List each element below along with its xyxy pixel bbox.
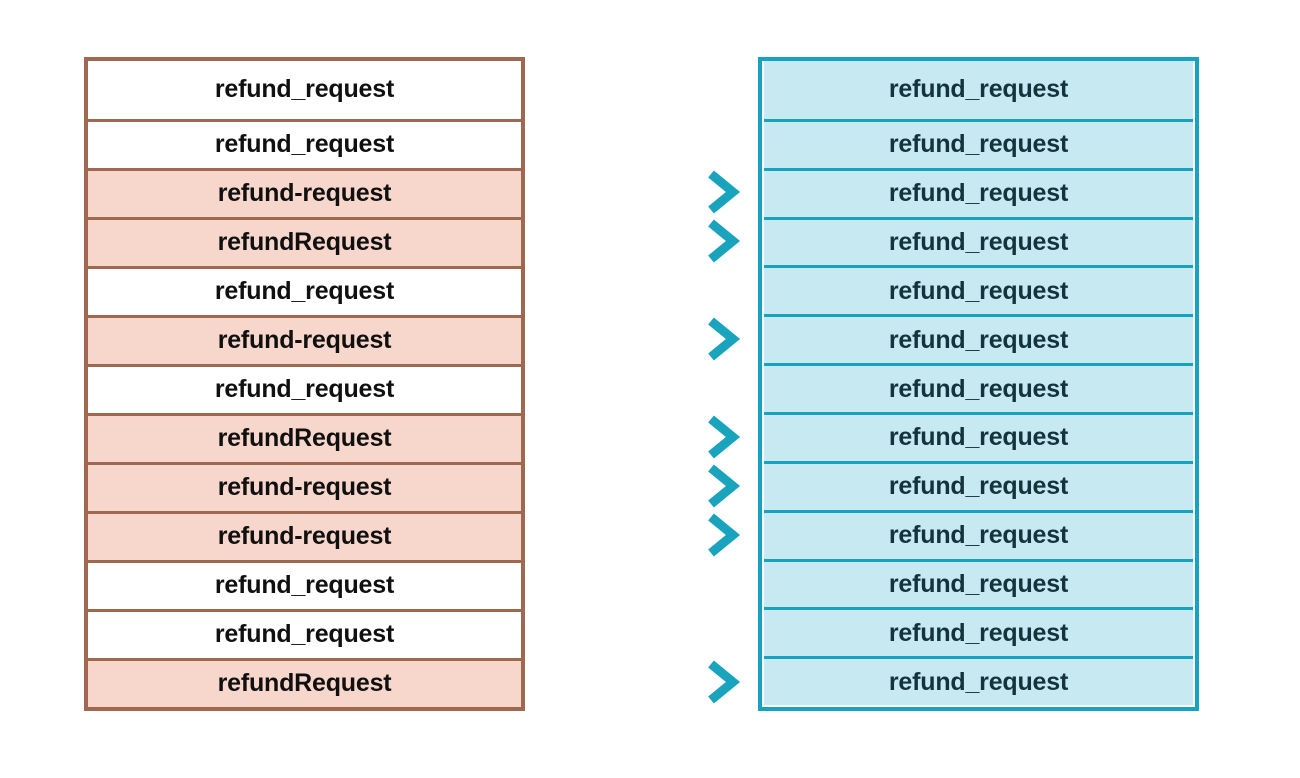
target-row: refund_request <box>764 509 1193 559</box>
arrow-head-icon <box>708 513 741 557</box>
arrow-head-icon <box>708 464 741 508</box>
source-column: refund_request refund_request refund-reque… <box>84 57 525 711</box>
mapping-arrow <box>544 660 741 704</box>
target-row-label: refund_request <box>888 374 1069 403</box>
mapping-arrow <box>544 415 741 459</box>
target-row: refund_request <box>764 363 1193 412</box>
target-row: refund_request <box>764 558 1193 608</box>
target-row: refund_request <box>764 656 1193 706</box>
source-row-label: refund_request <box>214 375 395 404</box>
mapping-arrow <box>544 170 741 214</box>
target-row-label: refund_request <box>888 569 1069 598</box>
target-row-label: refund_request <box>888 179 1069 208</box>
source-row-label: refund_request <box>214 277 395 306</box>
source-row-label: refund_request <box>214 571 395 600</box>
source-row-label: refund-request <box>217 522 392 551</box>
target-row-label: refund_request <box>888 75 1069 104</box>
mapping-arrow <box>544 513 741 557</box>
target-column: refund_request refund_request refund_reque… <box>758 57 1199 711</box>
source-row: refund_request <box>88 363 521 413</box>
source-row-label: refundRequest <box>217 228 392 257</box>
arrow-head-icon <box>708 170 741 214</box>
target-row: refund_request <box>764 607 1193 657</box>
target-row-label: refund_request <box>888 325 1069 354</box>
target-row: refund_request <box>764 314 1193 364</box>
target-row: refund_request <box>764 118 1193 168</box>
target-row-label: refund_request <box>888 130 1069 159</box>
target-row-label: refund_request <box>888 667 1069 696</box>
source-row-label: refund-request <box>217 179 392 208</box>
source-row-label: refundRequest <box>217 424 392 453</box>
target-row: refund_request <box>764 411 1193 461</box>
source-row: refund_request <box>88 608 521 658</box>
source-row: refund_request <box>88 118 521 168</box>
target-row-label: refund_request <box>888 276 1069 305</box>
source-row-inconsistent: refund-request <box>88 461 521 511</box>
source-row-inconsistent: refundRequest <box>88 657 521 707</box>
source-row-inconsistent: refundRequest <box>88 412 521 462</box>
arrow-head-icon <box>708 415 741 459</box>
source-row-label: refundRequest <box>217 669 392 698</box>
target-row: refund_request <box>764 460 1193 510</box>
target-row: refund_request <box>764 265 1193 315</box>
source-row-label: refund_request <box>214 620 395 649</box>
source-row-label: refund_request <box>214 75 395 104</box>
source-row-label: refund-request <box>217 473 392 502</box>
mapping-arrow <box>544 317 741 361</box>
target-row: refund_request <box>764 61 1193 119</box>
arrow-head-icon <box>708 317 741 361</box>
source-row-inconsistent: refundRequest <box>88 216 521 266</box>
source-row: refund_request <box>88 559 521 609</box>
source-row: refund_request <box>88 61 521 119</box>
mapping-arrow <box>544 464 741 508</box>
target-row-label: refund_request <box>888 227 1069 256</box>
target-row-label: refund_request <box>888 472 1069 501</box>
source-row-label: refund_request <box>214 130 395 159</box>
target-row-label: refund_request <box>888 618 1069 647</box>
source-row-label: refund-request <box>217 326 392 355</box>
mapping-arrow <box>544 219 741 263</box>
target-row-label: refund_request <box>888 423 1069 452</box>
arrow-head-icon <box>708 219 741 263</box>
arrow-head-icon <box>708 660 741 704</box>
source-row-inconsistent: refund-request <box>88 167 521 217</box>
target-row: refund_request <box>764 167 1193 217</box>
source-row: refund_request <box>88 265 521 315</box>
target-row: refund_request <box>764 216 1193 266</box>
source-row-inconsistent: refund-request <box>88 510 521 560</box>
source-row-inconsistent: refund-request <box>88 314 521 364</box>
target-row-label: refund_request <box>888 521 1069 550</box>
